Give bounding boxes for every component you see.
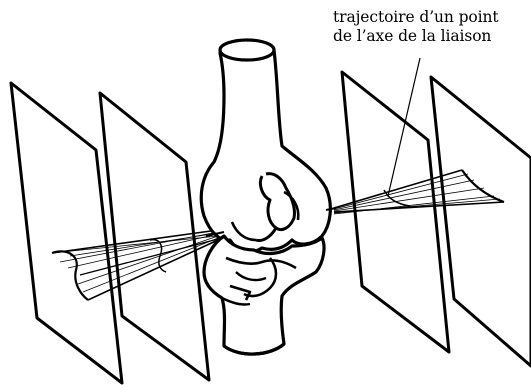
annotation-line-1: trajectoire d’un point [333, 8, 531, 27]
annotation-line-2: de l’axe de la liaison [333, 27, 531, 46]
trajectory-annotation: trajectoire d’un point de l’axe de la li… [333, 8, 531, 46]
femur [201, 40, 330, 252]
right-inner-plane [342, 72, 449, 352]
tibia [204, 236, 324, 354]
